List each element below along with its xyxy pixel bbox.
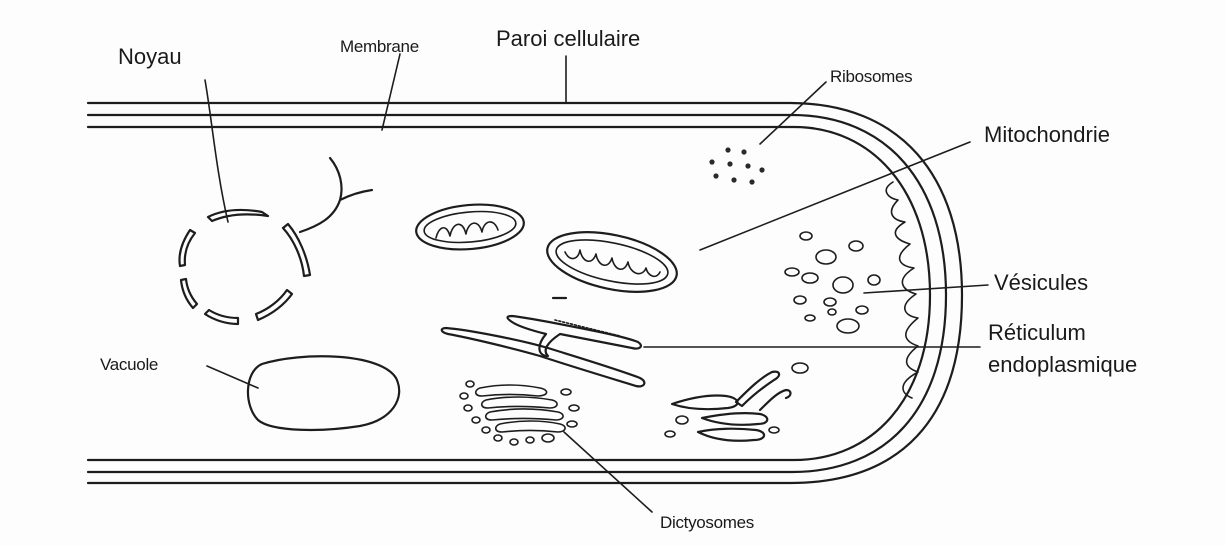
er-cluster-right	[665, 363, 808, 441]
label-ribosomes: Ribosomes	[830, 67, 912, 86]
label-reticulum: Réticulum	[988, 320, 1086, 345]
label-paroi: Paroi cellulaire	[496, 26, 640, 51]
nucleus	[179, 158, 372, 324]
label-vesicules: Vésicules	[994, 270, 1088, 295]
cell-wall	[88, 103, 962, 483]
endoplasmic-reticulum	[442, 316, 645, 386]
label-noyau: Noyau	[118, 44, 182, 69]
label-mitochondrie: Mitochondrie	[984, 122, 1110, 147]
ribosomes	[709, 147, 764, 184]
label-vacuole: Vacuole	[100, 355, 158, 374]
dictyosomes	[460, 381, 579, 445]
label-membrane: Membrane	[340, 37, 419, 56]
label-endoplasmique: endoplasmique	[988, 352, 1137, 377]
label-dictyosomes: Dictyosomes	[660, 513, 754, 532]
vesicles	[785, 232, 880, 333]
vacuole	[248, 356, 399, 430]
leader-lines	[205, 54, 988, 512]
mitochondria	[414, 200, 682, 302]
